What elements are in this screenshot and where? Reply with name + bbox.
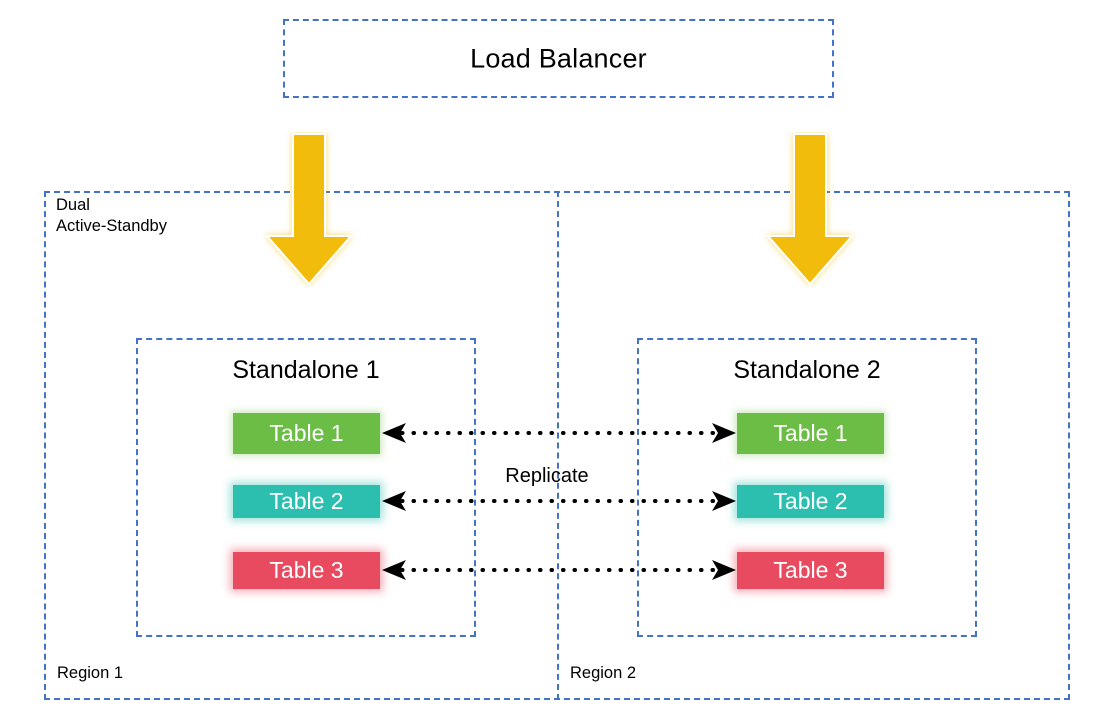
standalone-2-table-3[interactable]: Table 3 xyxy=(737,552,884,589)
region-divider xyxy=(557,191,559,700)
replicate-connector-table-1 xyxy=(380,420,738,446)
region-2-label: Region 2 xyxy=(570,664,637,682)
standalone-2-box: Standalone 2 xyxy=(637,338,977,637)
standalone-1-table-1[interactable]: Table 1 xyxy=(233,413,380,454)
replicate-connector-table-3 xyxy=(380,557,738,583)
load-balancer-label: Load Balancer xyxy=(470,43,647,73)
standalone-1-box: Standalone 1 xyxy=(136,338,476,637)
replicate-connector-table-2 xyxy=(380,488,738,514)
dual-active-standby-label: Dual Active-Standby xyxy=(56,195,167,237)
dual-label-line-2: Active-Standby xyxy=(56,217,167,235)
standalone-2-title: Standalone 2 xyxy=(733,356,881,384)
down-arrow-icon-region-1 xyxy=(263,132,355,287)
standalone-2-table-2[interactable]: Table 2 xyxy=(737,485,884,518)
region-1-label: Region 1 xyxy=(57,664,124,682)
standalone-1-table-2[interactable]: Table 2 xyxy=(233,485,380,518)
down-arrow-icon-region-2 xyxy=(764,132,856,287)
standalone-1-title: Standalone 1 xyxy=(232,356,380,384)
load-balancer-box: Load Balancer xyxy=(283,19,834,98)
dual-label-line-1: Dual xyxy=(56,196,90,214)
standalone-2-table-1[interactable]: Table 1 xyxy=(737,413,884,454)
standalone-1-table-3[interactable]: Table 3 xyxy=(233,552,380,589)
